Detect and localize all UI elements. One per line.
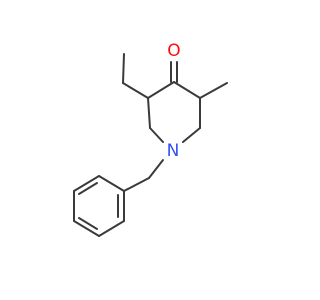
bond-ph-3: [73, 220, 100, 237]
bond-ch2-phenyl: [123, 177, 150, 192]
atom-label-nitrogen: N: [167, 141, 180, 161]
bond-ethyl-ch3: [122, 53, 125, 84]
bond-ph-inner-3: [78, 182, 98, 195]
bond-ph-inner-2: [78, 217, 98, 230]
bonds: [73, 53, 228, 237]
bond-c3-c2: [147, 97, 151, 129]
atom-label-oxygen: O: [167, 41, 180, 61]
bond-c5-methyl: [199, 82, 228, 99]
atom-labels: O N: [167, 41, 181, 161]
bond-c2-n: [149, 127, 164, 143]
bond-c4-c3: [147, 81, 175, 99]
bond-ph-2: [98, 220, 125, 237]
bond-n-c6: [182, 127, 201, 143]
bond-ph-5: [73, 175, 100, 192]
bond-n-ch2: [148, 159, 164, 179]
bond-ph-6: [98, 175, 125, 192]
molecule-structure: O N: [73, 41, 228, 237]
bond-c3-ethyl: [122, 82, 149, 99]
bond-c5-c4: [173, 81, 201, 99]
